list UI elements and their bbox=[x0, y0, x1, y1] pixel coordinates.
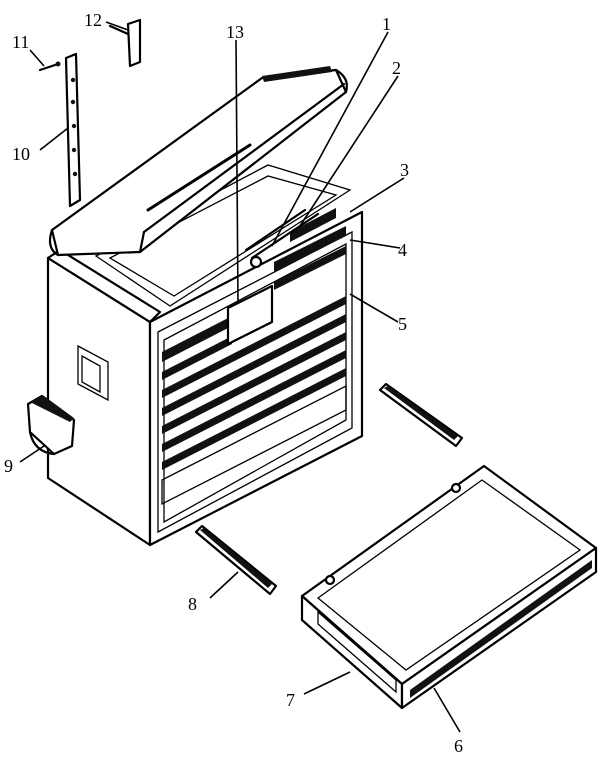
hinge-screw bbox=[38, 61, 61, 72]
callout-13: 13 bbox=[226, 22, 244, 42]
callout-6: 6 bbox=[454, 736, 463, 756]
leader-8 bbox=[209, 571, 239, 599]
removed-drawer bbox=[300, 464, 598, 710]
callout-12: 12 bbox=[84, 10, 102, 30]
cabinet-drawer-fronts bbox=[161, 208, 347, 506]
side-handle bbox=[26, 394, 76, 456]
leader-10 bbox=[39, 127, 69, 151]
leader-9 bbox=[19, 445, 45, 463]
callout-3: 3 bbox=[400, 160, 409, 180]
drawer-slide-right bbox=[378, 382, 464, 448]
leader-13 bbox=[235, 39, 239, 305]
callout-labels: 1 2 3 4 5 6 7 8 9 10 11 12 13 bbox=[4, 10, 463, 756]
drawer-slide-left bbox=[194, 524, 278, 596]
side-label-plate bbox=[77, 344, 109, 402]
callout-5: 5 bbox=[398, 314, 407, 334]
leader-3 bbox=[349, 177, 405, 213]
leader-7 bbox=[303, 671, 351, 695]
leader-12 bbox=[105, 21, 129, 31]
leader-lines bbox=[19, 21, 461, 733]
cabinet-lid bbox=[48, 66, 348, 269]
leader-5 bbox=[349, 293, 399, 323]
leader-1 bbox=[271, 31, 389, 247]
callout-8: 8 bbox=[188, 594, 197, 614]
piano-hinge bbox=[64, 52, 82, 208]
leader-2 bbox=[299, 75, 399, 227]
callout-10: 10 bbox=[12, 144, 30, 164]
callout-9: 9 bbox=[4, 456, 13, 476]
callout-4: 4 bbox=[398, 240, 407, 260]
leader-4 bbox=[349, 239, 401, 249]
callout-11: 11 bbox=[12, 32, 29, 52]
leader-11 bbox=[29, 49, 45, 67]
leader-6 bbox=[433, 687, 461, 733]
callout-1: 1 bbox=[382, 14, 391, 34]
hinge-pin bbox=[108, 18, 142, 68]
callout-7: 7 bbox=[286, 690, 295, 710]
callout-2: 2 bbox=[392, 58, 401, 78]
